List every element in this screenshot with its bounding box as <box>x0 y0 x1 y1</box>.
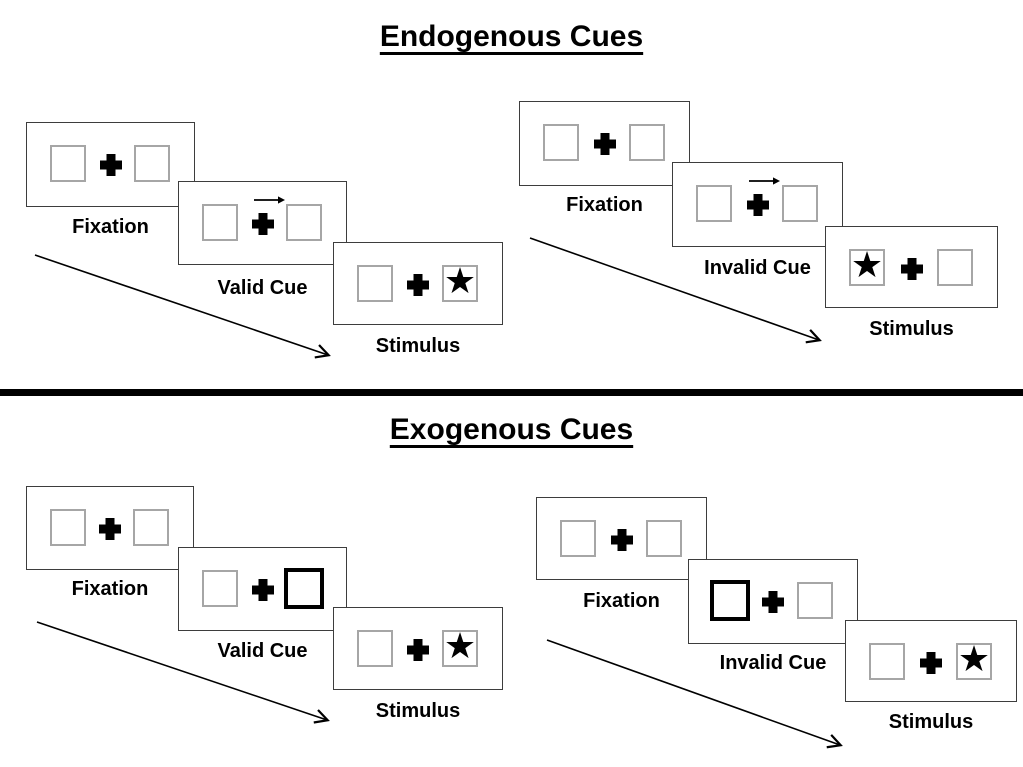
fixation-cross-icon <box>594 133 616 155</box>
right-arrow-icon <box>748 177 780 185</box>
fixation-label: Fixation <box>583 590 660 612</box>
sequence-arrow <box>34 254 328 355</box>
stimulus-label: Stimulus <box>869 318 954 340</box>
right-placeholder-box <box>133 509 169 546</box>
stimulus-label: Stimulus <box>375 335 461 357</box>
fixation-cross-icon <box>407 639 429 661</box>
stimulus-panel: ★ <box>825 226 998 308</box>
section-title-endogenous: Endogenous Cues <box>379 20 644 53</box>
fixation-cross-icon <box>252 213 274 235</box>
right-placeholder-box <box>646 520 682 557</box>
fixation-cross-icon <box>252 579 274 601</box>
stimulus-panel: ★ <box>333 242 503 325</box>
right-placeholder-box <box>134 145 170 182</box>
left-placeholder-box <box>357 630 393 667</box>
fixation-cross-icon <box>99 518 121 540</box>
left-placeholder-box <box>357 265 393 302</box>
fixation-cross-icon <box>762 591 784 613</box>
stimulus-label: Stimulus <box>375 700 461 722</box>
left-placeholder-box <box>202 570 238 607</box>
fixation-panel <box>519 101 690 186</box>
right-placeholder-box <box>629 124 665 161</box>
section-divider <box>0 389 1023 396</box>
cue-highlight-box <box>710 580 750 621</box>
section-title-exogenous: Exogenous Cues <box>389 413 634 446</box>
cue-highlight-box <box>284 568 324 609</box>
cue-label: Invalid Cue <box>704 257 811 279</box>
fixation-label: Fixation <box>72 216 149 238</box>
fixation-cross-icon <box>407 274 429 296</box>
sequence-arrow <box>36 621 327 720</box>
stimulus-panel: ★ <box>845 620 1017 702</box>
star-icon: ★ <box>443 626 477 667</box>
right-placeholder-box <box>937 249 973 286</box>
fixation-cross-icon <box>901 258 923 280</box>
fixation-cross-icon <box>920 652 942 674</box>
fixation-panel <box>536 497 707 580</box>
fixation-cross-icon <box>747 194 769 216</box>
left-placeholder-box <box>50 145 86 182</box>
fixation-cross-icon <box>100 154 122 176</box>
fixation-label: Fixation <box>71 578 149 600</box>
star-target-box: ★ <box>442 626 478 667</box>
star-target-box: ★ <box>956 639 992 680</box>
valid-cue-panel <box>178 181 347 265</box>
cue-label: Valid Cue <box>217 640 308 662</box>
fixation-panel <box>26 486 194 570</box>
left-placeholder-box <box>560 520 596 557</box>
sequence-arrow <box>529 237 819 340</box>
stimulus-panel: ★ <box>333 607 503 690</box>
right-arrow-icon <box>253 196 285 204</box>
left-placeholder-box <box>696 185 732 222</box>
left-placeholder-box <box>543 124 579 161</box>
valid-cue-panel <box>178 547 347 631</box>
fixation-panel <box>26 122 195 207</box>
stimulus-label: Stimulus <box>888 711 974 733</box>
invalid-cue-panel <box>672 162 843 247</box>
cue-label: Valid Cue <box>217 277 308 299</box>
star-icon: ★ <box>957 639 991 680</box>
right-placeholder-box <box>797 582 833 619</box>
left-placeholder-box <box>202 204 238 241</box>
star-target-box: ★ <box>442 261 478 302</box>
left-placeholder-box <box>869 643 905 680</box>
star-icon: ★ <box>443 261 477 302</box>
star-icon: ★ <box>850 245 884 286</box>
star-target-box: ★ <box>849 245 885 286</box>
fixation-cross-icon <box>611 529 633 551</box>
right-placeholder-box <box>782 185 818 222</box>
invalid-cue-panel <box>688 559 858 644</box>
right-placeholder-box <box>286 204 322 241</box>
fixation-label: Fixation <box>566 194 643 216</box>
cue-label: Invalid Cue <box>719 652 827 674</box>
left-placeholder-box <box>50 509 86 546</box>
